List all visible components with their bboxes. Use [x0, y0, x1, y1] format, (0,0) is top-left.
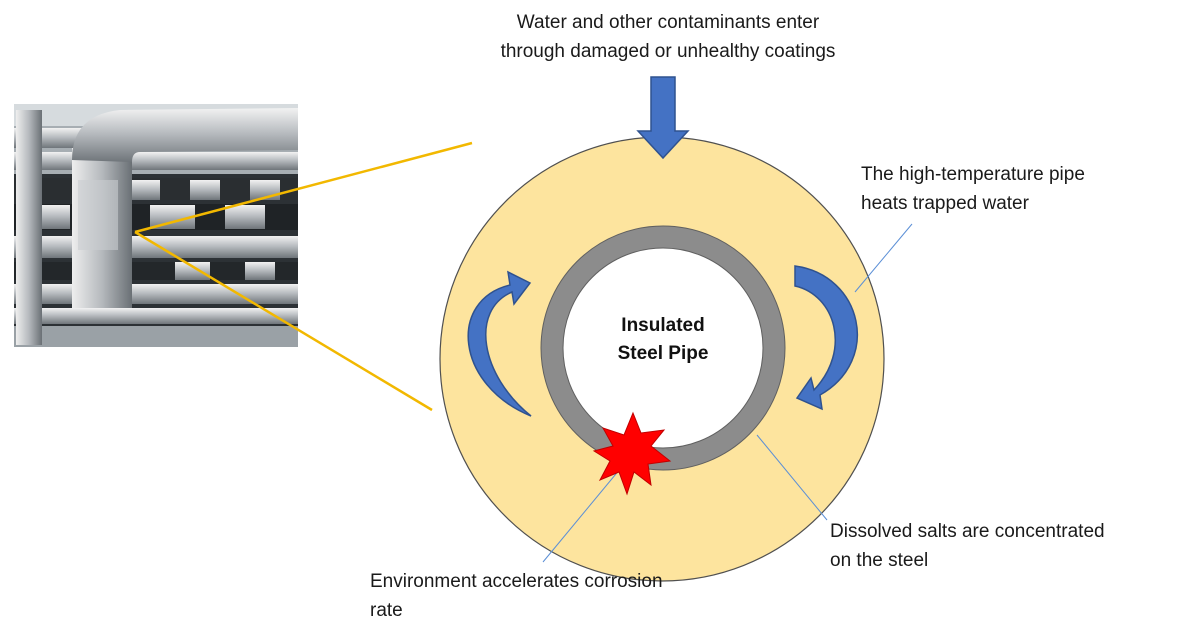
zoom-lines	[134, 141, 473, 412]
salts-note-line-1: Dissolved salts are concentrated	[830, 521, 1105, 542]
pipe-label: Insulated Steel Pipe	[573, 312, 753, 368]
water-entry-note-line-1: Water and other contaminants enter	[516, 12, 820, 33]
corrosion-note-line-1: Environment accelerates corrosion	[370, 571, 663, 592]
corrosion-note-line-2: rate	[370, 600, 403, 621]
pipe-label-line-1: Insulated	[621, 315, 705, 336]
pipe-label-line-2: Steel Pipe	[617, 343, 709, 364]
industrial-pipes-photo	[14, 104, 298, 347]
salts-note-line-2: on the steel	[830, 550, 929, 571]
corrosion-burst-icon	[592, 411, 672, 496]
right-circulation-arrow	[794, 265, 858, 411]
heating-note-line-2: heats trapped water	[861, 193, 1029, 214]
water-entry-note-line-2: through damaged or unhealthy coatings	[500, 41, 836, 62]
water-entry-note: Water and other contaminants enter throu…	[440, 8, 896, 66]
leader-lines	[542, 223, 913, 563]
left-circulation-arrow	[467, 270, 532, 417]
corrosion-note: Environment accelerates corrosion rate	[370, 567, 663, 625]
heating-note-line-1: The high-temperature pipe	[861, 164, 1085, 185]
heating-note: The high-temperature pipe heats trapped …	[861, 160, 1085, 218]
salts-note: Dissolved salts are concentrated on the …	[830, 517, 1105, 575]
water-entry-arrow	[636, 76, 690, 160]
